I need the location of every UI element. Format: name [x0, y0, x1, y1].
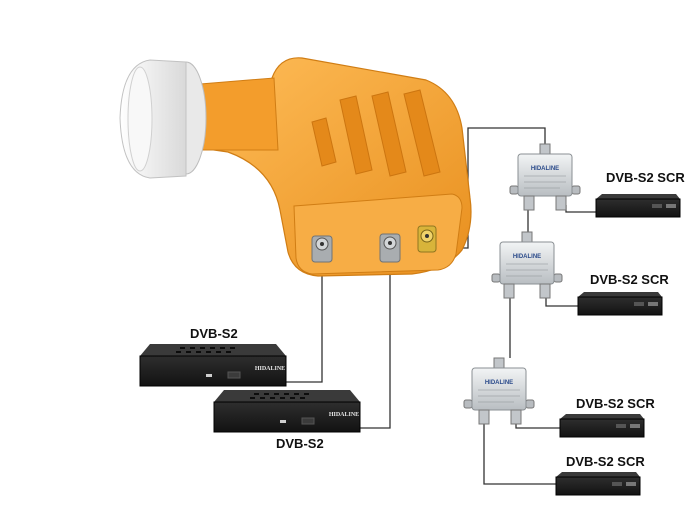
- label-receiver-a: DVB-S2: [190, 326, 238, 341]
- receiver-a: HIDALINE: [139, 344, 287, 387]
- label-scr-1: DVB-S2 SCR: [606, 170, 685, 185]
- lnb-connector-1: [311, 235, 333, 263]
- cable-splitter-2-to-scr-2: [545, 298, 578, 307]
- splitter-2-logo: HIDALINE: [513, 254, 541, 260]
- splitter-3: HIDALINE: [463, 357, 535, 425]
- cable-splitter-3-to-scr-4: [483, 424, 556, 485]
- label-scr-3: DVB-S2 SCR: [576, 396, 655, 411]
- cable-splitter-1-to-scr-1: [565, 205, 596, 213]
- label-receiver-b: DVB-S2: [276, 436, 324, 451]
- cable-to-receiver-a: [286, 262, 323, 383]
- splitter-3-logo: HIDALINE: [485, 380, 513, 386]
- lnb-connector-scr: [417, 225, 437, 253]
- splitter-1-logo: HIDALINE: [531, 166, 559, 172]
- lnb-cap-face: [127, 66, 153, 172]
- scr-receiver-4: [555, 472, 641, 496]
- lnb-grille: [311, 89, 441, 177]
- label-scr-4: DVB-S2 SCR: [566, 454, 645, 469]
- scr-receiver-3: [559, 414, 645, 438]
- lnb-connector-2: [379, 233, 401, 263]
- receiver-b-logo: HIDALINE: [329, 412, 359, 418]
- splitter-1: HIDALINE: [509, 143, 581, 211]
- lnb-device: [119, 57, 472, 277]
- receiver-a-logo: HIDALINE: [255, 366, 285, 372]
- label-scr-2: DVB-S2 SCR: [590, 272, 669, 287]
- cable-to-receiver-b: [360, 262, 391, 429]
- splitter-2: HIDALINE: [491, 231, 563, 299]
- scr-receiver-2: [577, 292, 663, 316]
- scr-receiver-1: [595, 194, 681, 218]
- cable-splitter-3-to-scr-3: [515, 424, 560, 429]
- receiver-b: HIDALINE: [213, 390, 361, 433]
- lnb-panel: [293, 193, 463, 275]
